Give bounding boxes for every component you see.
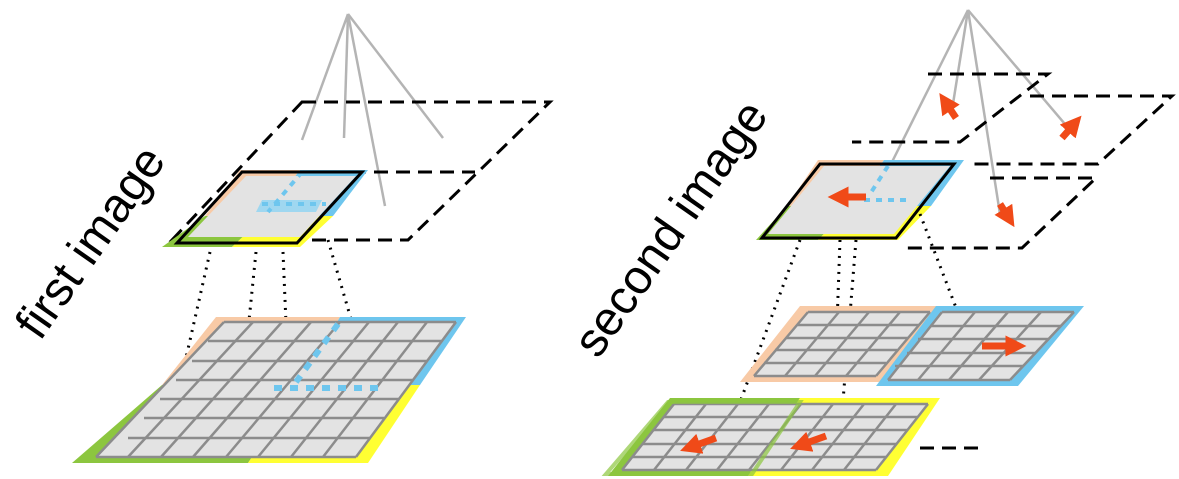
right-input-map-blue (876, 306, 1084, 386)
second-image-label: second image (564, 91, 779, 366)
right-input-map-green-yellow (601, 398, 940, 476)
left-top-feature-map (162, 170, 368, 247)
right-output-planes (852, 72, 1176, 450)
arrow-plane-1 (939, 93, 960, 120)
right-input-map-peach (740, 306, 944, 382)
arrow-green-map (680, 433, 718, 454)
arrow-yellow-map (790, 431, 828, 452)
offset-arrows (680, 93, 1082, 454)
arrow-plane-2 (1059, 115, 1082, 141)
arrow-plane-3 (994, 202, 1015, 228)
first-image-label: first image (6, 137, 176, 349)
right-top-feature-map (756, 160, 964, 240)
left-rays (300, 13, 444, 207)
left-input-map (72, 317, 466, 463)
